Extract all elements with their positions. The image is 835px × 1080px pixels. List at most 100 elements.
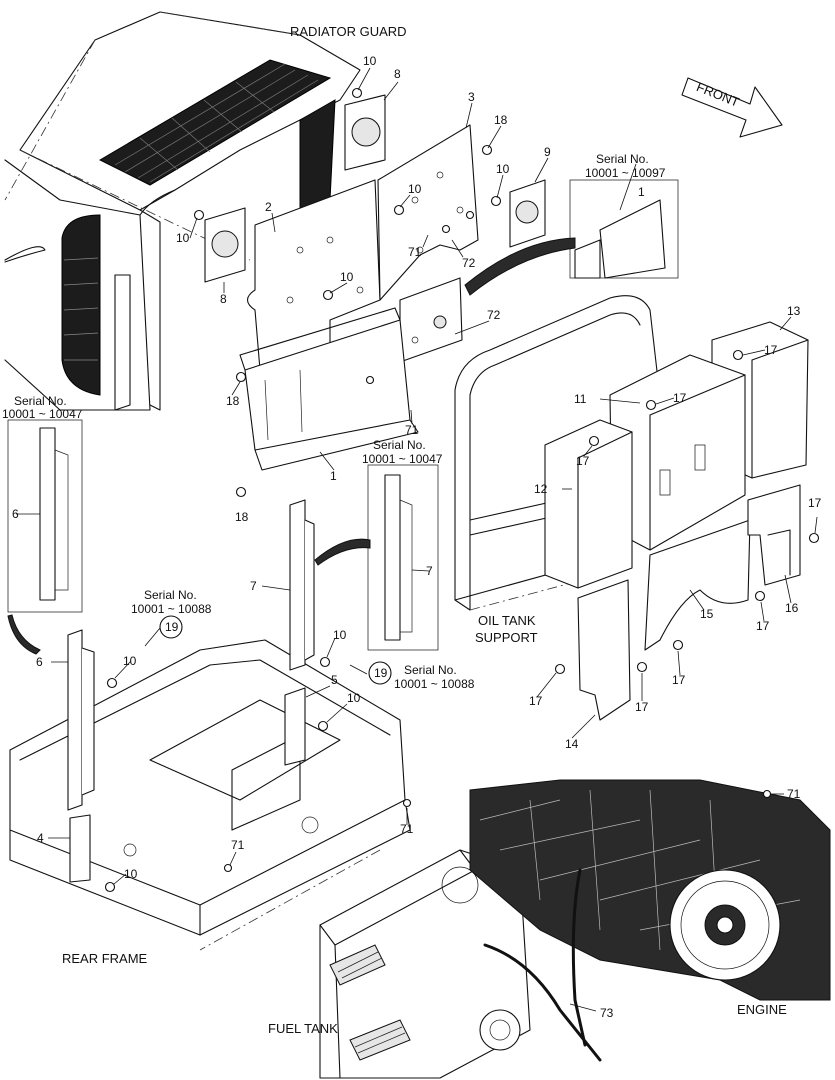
- plate-14: [577, 579, 631, 721]
- callout-17: 17: [673, 391, 687, 405]
- callout-10: 10: [123, 654, 137, 668]
- bracket-16: [747, 484, 801, 586]
- callout-72: 72: [462, 256, 476, 270]
- label-engine: ENGINE: [737, 1002, 787, 1017]
- callout-5: 5: [331, 673, 338, 687]
- callout-12: 12: [534, 482, 548, 496]
- callout-10: 10: [176, 231, 190, 245]
- block-5: [284, 687, 306, 766]
- front-direction-arrow: [681, 77, 783, 138]
- bracket-72: [399, 277, 463, 363]
- callout-16: 16: [785, 601, 799, 615]
- fastener-markers: [104, 87, 820, 893]
- serial-title-left: Serial No.: [14, 394, 67, 408]
- callout-7: 7: [426, 564, 433, 578]
- serial-title-top-right: Serial No.: [596, 152, 649, 166]
- label-fuel-tank: FUEL TANK: [268, 1021, 338, 1036]
- callout-14: 14: [565, 737, 579, 751]
- callout-71: 71: [408, 245, 422, 259]
- callout-18: 18: [235, 510, 249, 524]
- inset-pointer-top: [464, 237, 576, 296]
- callout-17: 17: [529, 694, 543, 708]
- engine: [441, 779, 831, 1062]
- callout-11: 11: [574, 392, 587, 406]
- callout-7: 7: [250, 579, 257, 593]
- radiator-top-mesh: [98, 59, 332, 186]
- callout-15: 15: [700, 607, 714, 621]
- ref-19-lower: 19: [374, 666, 388, 680]
- callout-17: 17: [576, 454, 590, 468]
- ref-19-circle-upper: [159, 615, 183, 639]
- inset-pointer-left: [7, 614, 41, 655]
- callout-4: 4: [37, 831, 44, 845]
- callout-17: 17: [756, 619, 770, 633]
- callout-10: 10: [340, 270, 354, 284]
- label-support: SUPPORT: [475, 630, 538, 645]
- callout-73: 73: [600, 1006, 614, 1020]
- serial-note-range-upper: 10001 ~ 10088: [131, 602, 212, 616]
- callout-10: 10: [347, 691, 361, 705]
- callout-numbers: 10 8 3 18 10 9 10 2 10 8 71 72 10 72 18 …: [12, 54, 822, 1020]
- pad-8-upper: [344, 94, 386, 171]
- callout-8: 8: [394, 67, 401, 81]
- ref-19-circle-lower: [368, 661, 392, 685]
- callout-13: 13: [787, 304, 801, 318]
- callout-1: 1: [330, 469, 337, 483]
- ref-19-upper: 19: [165, 620, 179, 634]
- serial-note-title-lower: Serial No.: [404, 663, 457, 677]
- callout-18: 18: [494, 113, 508, 127]
- panel-1-duct: [239, 307, 419, 471]
- callout-10: 10: [124, 867, 138, 881]
- callout-17: 17: [764, 343, 778, 357]
- callout-10: 10: [363, 54, 377, 68]
- serial-note-title-upper: Serial No.: [144, 588, 197, 602]
- callout-71: 71: [405, 423, 419, 437]
- callout-17: 17: [672, 673, 686, 687]
- radiator-side-mesh: [61, 99, 336, 411]
- serial-range-middle: 10001 ~ 10047: [362, 452, 443, 466]
- callout-71: 71: [787, 787, 801, 801]
- callout-1: 1: [638, 185, 645, 199]
- inset-pointer-middle: [314, 538, 371, 566]
- post-7: [289, 499, 315, 671]
- post-6: [67, 629, 95, 811]
- callout-9: 9: [544, 145, 551, 159]
- label-radiator-guard: RADIATOR GUARD: [290, 24, 407, 39]
- panel-2: [246, 179, 381, 371]
- label-rear-frame: REAR FRAME: [62, 951, 148, 966]
- serial-inset-middle: [367, 464, 439, 651]
- callout-10: 10: [408, 182, 422, 196]
- callout-6: 6: [36, 655, 43, 669]
- plate-15: [644, 519, 751, 651]
- rear-frame: [9, 639, 411, 951]
- callout-17: 17: [635, 700, 649, 714]
- serial-range-top-right: 10001 ~ 10097: [585, 166, 666, 180]
- leader-lines: [16, 67, 818, 1012]
- pad-8-lower: [204, 207, 246, 283]
- callout-71: 71: [400, 822, 414, 836]
- serial-title-middle: Serial No.: [373, 438, 426, 452]
- callout-8: 8: [220, 292, 227, 306]
- cover-12: [544, 419, 633, 589]
- fuel-tank: [319, 849, 531, 1079]
- serial-note-range-lower: 10001 ~ 10088: [394, 677, 475, 691]
- callout-2: 2: [265, 200, 272, 214]
- callout-3: 3: [468, 90, 475, 104]
- panel-3: [377, 124, 479, 301]
- serial-inset-top-right: [569, 179, 679, 279]
- label-oil-tank: OIL TANK: [478, 613, 536, 628]
- block-4: [69, 814, 91, 883]
- callout-18: 18: [226, 394, 240, 408]
- serial-range-left: 10001 ~ 10047: [2, 407, 83, 421]
- callout-10: 10: [333, 628, 347, 642]
- callout-10: 10: [496, 162, 510, 176]
- callout-17: 17: [808, 496, 822, 510]
- callout-72: 72: [487, 308, 501, 322]
- callout-6: 6: [12, 507, 19, 521]
- callout-71: 71: [231, 838, 245, 852]
- oil-tank-support-frame: [454, 295, 659, 611]
- pad-9: [509, 179, 546, 248]
- serial-inset-left: [7, 419, 83, 613]
